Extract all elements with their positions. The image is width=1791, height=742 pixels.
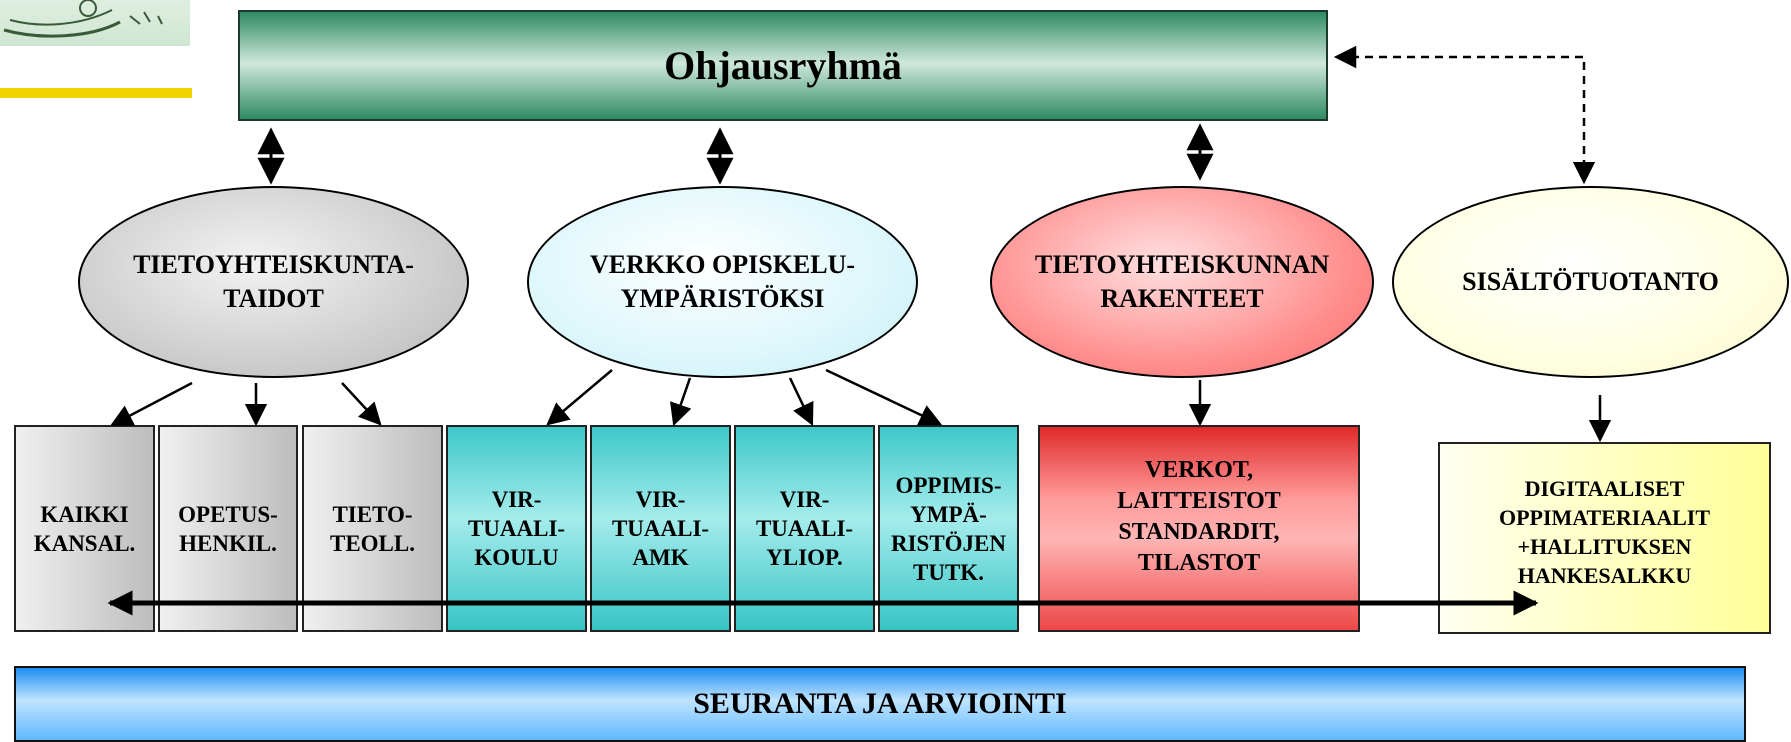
ellipse-content-production: SISÄLTÖTUOTANTO <box>1392 186 1789 378</box>
steering-group-box: Ohjausryhmä <box>238 10 1328 121</box>
logo-image <box>0 0 190 46</box>
ellipse-information-society-structures: TIETOYHTEISKUNNAN RAKENTEET <box>990 186 1374 378</box>
ellipse-label: TIETOYHTEISKUNNAN RAKENTEET <box>1034 250 1330 313</box>
box-learning-environment-research: OPPIMIS- YMPÄ- RISTÖJEN TUTK. <box>878 425 1019 632</box>
box-digital-materials: DIGITAALISET OPPIMATERIAALIT +HALLITUKSE… <box>1438 442 1771 634</box>
logo-drawing-icon <box>3 0 163 38</box>
box-virtual-amk: VIR- TUAALI- AMK <box>590 425 731 632</box>
box-label: OPPIMIS- YMPÄ- RISTÖJEN TUTK. <box>890 472 1007 585</box>
monitoring-evaluation-label: SEURANTA JA ARVIOINTI <box>693 687 1067 720</box>
arrow <box>670 377 692 427</box>
arrow <box>788 377 814 427</box>
ellipse-information-society-skills: TIETOYHTEISKUNTA- TAIDOT <box>78 186 469 378</box>
arrow <box>110 381 193 427</box>
box-label: OPETUS- HENKIL. <box>178 501 278 556</box>
arrow <box>546 369 613 426</box>
logo-accent-bar <box>0 88 192 98</box>
ellipse-label: VERKKO OPISKELU- YMPÄRISTÖKSI <box>589 250 856 313</box>
box-label: DIGITAALISET OPPIMATERIAALIT +HALLITUKSE… <box>1498 476 1711 588</box>
dashed-arrow <box>1333 45 1596 185</box>
ellipse-label: TIETOYHTEISKUNTA- TAIDOT <box>133 250 414 313</box>
box-label: VERKOT, LAITTEISTOT STANDARDIT, TILASTOT <box>1117 457 1281 576</box>
box-networks-equipment: VERKOT, LAITTEISTOT STANDARDIT, TILASTOT <box>1038 425 1360 632</box>
box-virtual-university: VIR- TUAALI- YLIOP. <box>734 425 875 632</box>
box-label: VIR- TUAALI- YLIOP. <box>755 487 854 570</box>
box-label: VIR- TUAALI- KOULU <box>467 487 566 570</box>
arrow <box>341 382 382 426</box>
box-teaching-staff: OPETUS- HENKIL. <box>158 425 298 632</box>
box-label: KAIKKI KANSAL. <box>33 501 136 556</box>
box-virtual-school: VIR- TUAALI- KOULU <box>446 425 587 632</box>
steering-group-label: Ohjausryhmä <box>664 43 902 88</box>
monitoring-evaluation-bar: SEURANTA JA ARVIOINTI <box>14 666 1746 742</box>
arrow <box>825 368 943 426</box>
ellipse-network-learning-environment: VERKKO OPISKELU- YMPÄRISTÖKSI <box>527 186 918 378</box>
box-it-industry: TIETO- TEOLL. <box>302 425 443 632</box>
box-label: TIETO- TEOLL. <box>329 501 415 556</box>
box-label: VIR- TUAALI- AMK <box>611 487 710 570</box>
box-all-citizens: KAIKKI KANSAL. <box>14 425 155 632</box>
ellipse-label: SISÄLTÖTUOTANTO <box>1462 267 1719 296</box>
